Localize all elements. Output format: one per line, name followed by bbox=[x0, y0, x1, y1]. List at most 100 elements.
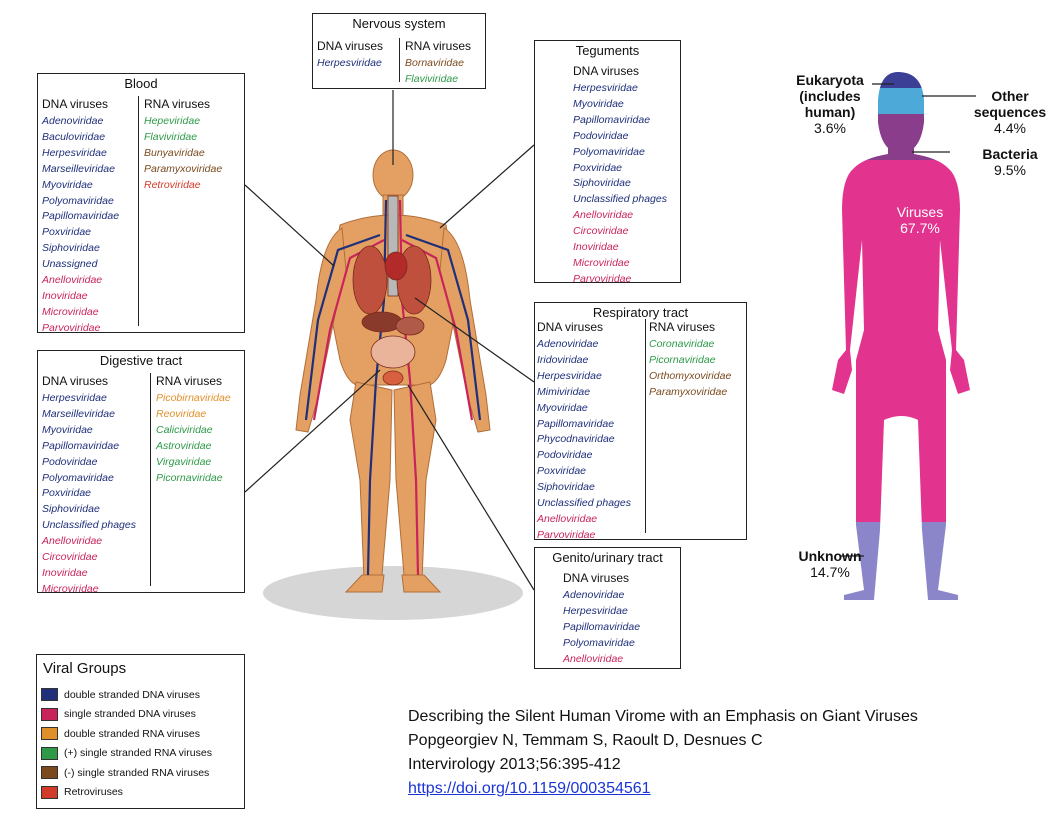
virus-family-item: Poxviridae bbox=[42, 487, 92, 500]
legend-swatch bbox=[41, 707, 58, 721]
legend-swatch bbox=[41, 688, 58, 702]
eukaryota-percent: 3.6% bbox=[814, 120, 846, 136]
virus-family-item: Herpesviridae bbox=[42, 392, 107, 404]
viruses-percent: 67.7% bbox=[900, 220, 940, 236]
virus-family-item: Iridoviridae bbox=[537, 353, 589, 366]
virus-family-item: Podoviridae bbox=[573, 129, 629, 142]
virus-family-item: Flaviviridae bbox=[405, 72, 459, 85]
virus-family-item: Inoviridae bbox=[42, 566, 88, 579]
virus-family-item: Adenoviridae bbox=[563, 589, 625, 601]
legend-item: (+) single stranded RNA viruses bbox=[41, 744, 212, 764]
legend-swatch bbox=[41, 727, 58, 741]
virus-family-item: Siphoviridae bbox=[537, 481, 595, 494]
virus-family-item: Picobirnaviridae bbox=[156, 392, 231, 404]
dna-heading: DNA viruses bbox=[42, 97, 109, 111]
virus-family-item: Herpesviridae bbox=[42, 146, 107, 159]
box-title: Respiratory tract bbox=[592, 305, 689, 320]
legend-label: (+) single stranded RNA viruses bbox=[64, 747, 212, 760]
dna-heading: DNA viruses bbox=[42, 374, 109, 388]
virus-family-item: Herpesviridae bbox=[537, 369, 602, 382]
virus-family-item: Circoviridae bbox=[573, 225, 629, 238]
virus-family-item: Myoviridae bbox=[537, 401, 588, 414]
dna-heading: DNA viruses bbox=[563, 571, 630, 585]
virus-family-item: Polyomaviridae bbox=[42, 471, 114, 484]
citation-title: Describing the Silent Human Virome with … bbox=[408, 708, 918, 725]
virus-family-item: Unassigned bbox=[42, 258, 98, 271]
virus-family-item: Orthomyxoviridae bbox=[649, 369, 732, 382]
virus-family-item: Coronaviridae bbox=[649, 338, 715, 350]
virus-family-item: Microviridae bbox=[573, 256, 630, 269]
doi-link[interactable]: https://doi.org/10.1159/000354561 bbox=[408, 780, 651, 797]
eukaryota-label: Eukaryota (includes human) 3.6% bbox=[788, 72, 872, 136]
legend-item: (-) single stranded RNA viruses bbox=[41, 763, 212, 783]
virus-family-item: Microviridae bbox=[42, 305, 99, 318]
legend-swatch bbox=[41, 746, 58, 760]
eukaryota-note-2: human) bbox=[804, 104, 856, 120]
virus-family-item: Herpesviridae bbox=[563, 604, 628, 617]
virus-family-item: Polyomaviridae bbox=[573, 145, 645, 158]
legend-label: single stranded DNA viruses bbox=[64, 708, 196, 721]
eukaryota-name: Eukaryota bbox=[796, 72, 864, 88]
virus-family-item: Poxviridae bbox=[42, 226, 92, 239]
legend-label: double stranded DNA viruses bbox=[64, 688, 200, 701]
virus-family-item: Phycodnaviridae bbox=[537, 433, 615, 446]
virus-family-item: Parvoviridae bbox=[42, 321, 101, 334]
virus-family-item: Papillomaviridae bbox=[563, 620, 641, 633]
unknown-percent: 14.7% bbox=[810, 564, 850, 580]
virus-family-item: Anelloviridae bbox=[42, 274, 103, 287]
viral-groups-legend: Viral Groups double stranded DNA viruses… bbox=[36, 654, 245, 809]
citation: Describing the Silent Human Virome with … bbox=[408, 705, 918, 801]
virus-family-item: Inoviridae bbox=[42, 289, 88, 302]
virus-family-item: Mimiviridae bbox=[537, 385, 591, 398]
bacteria-label: Bacteria 9.5% bbox=[970, 146, 1050, 178]
other-name: Other bbox=[991, 88, 1029, 104]
virus-family-item: Bunyaviridae bbox=[144, 146, 205, 159]
eukaryota-note-1: (includes bbox=[799, 88, 861, 104]
virus-family-item: Papillomaviridae bbox=[537, 417, 615, 430]
virus-family-item: Astroviridae bbox=[156, 439, 212, 452]
virus-family-item: Poxviridae bbox=[573, 161, 623, 174]
legend-item: double stranded RNA viruses bbox=[41, 724, 212, 744]
virus-family-item: Papillomaviridae bbox=[42, 210, 120, 223]
virus-family-item: Retroviridae bbox=[144, 178, 201, 191]
legend-title: Viral Groups bbox=[43, 660, 127, 677]
virus-family-item: Bornaviridae bbox=[405, 57, 464, 69]
dna-virus-list: Herpesviridae bbox=[317, 56, 383, 72]
dna-heading: DNA viruses bbox=[573, 64, 640, 78]
virus-family-item: Papillomaviridae bbox=[42, 439, 120, 452]
legend-swatch bbox=[41, 785, 58, 799]
unknown-name: Unknown bbox=[798, 548, 862, 564]
virus-family-item: Marseilleviridae bbox=[42, 407, 115, 420]
virus-family-item: Anelloviridae bbox=[563, 652, 624, 665]
virus-family-item: Caliciviridae bbox=[156, 423, 213, 436]
virus-family-item: Myoviridae bbox=[42, 423, 93, 436]
virus-family-item: Virgaviridae bbox=[156, 455, 212, 468]
genito-urinary-tract-box: Genito/urinary tract DNA viruses Adenovi… bbox=[534, 547, 681, 669]
virus-family-item: Paramyxoviridae bbox=[144, 162, 223, 175]
legend-item: single stranded DNA viruses bbox=[41, 705, 212, 725]
rna-heading: RNA viruses bbox=[649, 320, 716, 334]
virus-family-item: Adenoviridae bbox=[42, 115, 104, 127]
leader-lines bbox=[244, 90, 535, 591]
viruses-name: Viruses bbox=[896, 204, 944, 220]
virome-body-figure bbox=[832, 72, 976, 600]
box-title: Nervous system bbox=[352, 16, 446, 31]
legend-label: (-) single stranded RNA viruses bbox=[64, 766, 210, 779]
virus-family-item: Parvoviridae bbox=[537, 528, 596, 541]
virus-family-item: Siphoviridae bbox=[573, 177, 631, 190]
